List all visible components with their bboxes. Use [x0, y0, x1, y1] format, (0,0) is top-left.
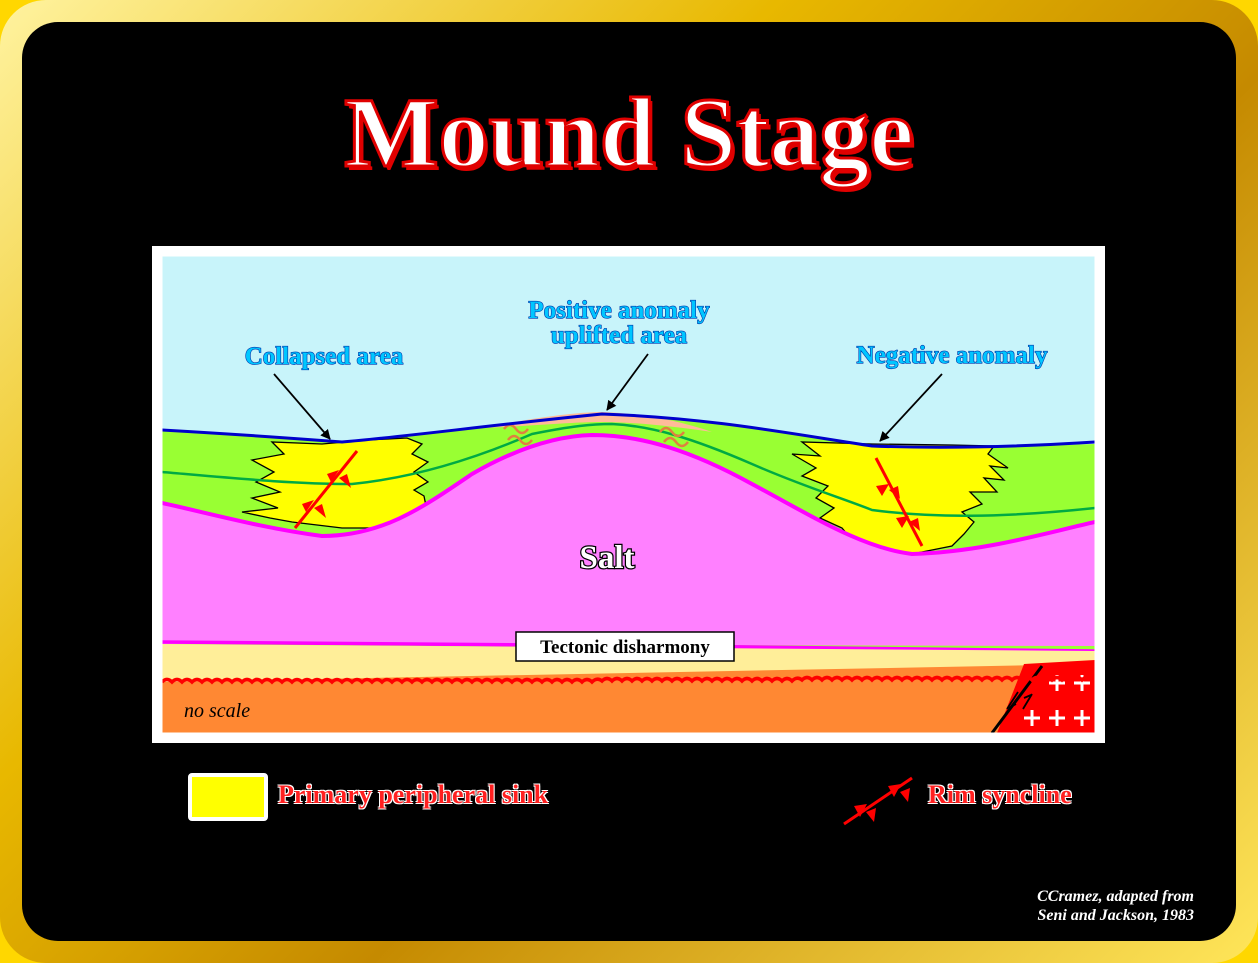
negative-arrow: [879, 373, 943, 442]
credit-text: CCramez, adapted from Seni and Jackson, …: [1000, 887, 1194, 925]
right-peripheral-sink: [791, 441, 1009, 555]
crest-overburden: [482, 412, 712, 432]
uplifted-area-label: uplifted area: [551, 322, 688, 349]
cross-section-panel: Collapsed area Positive anomaly uplifted…: [152, 246, 1105, 743]
fault-arrow-up: [1022, 693, 1033, 710]
sink-legend-swatch: [188, 773, 268, 821]
fault-arrow-down: [1006, 691, 1019, 710]
sea-floor-line: [162, 412, 1095, 449]
crest-fold-right: [659, 426, 689, 448]
unconformity-line: [162, 675, 1095, 685]
tectonic-disharmony-label: Tectonic disharmony: [540, 637, 710, 658]
salt-label: Salt: [579, 540, 634, 576]
slide-title: Mound Stage: [343, 76, 916, 189]
syncline-legend-label: Rim syncline: [928, 780, 1072, 809]
salt-body: [162, 435, 1095, 646]
credit-line-1: CCramez, adapted from: [1037, 888, 1194, 905]
left-rim-syncline-symbol: [293, 450, 359, 529]
salt-top-outline: [162, 432, 1095, 557]
positive-arrow: [606, 353, 649, 411]
positive-anomaly-label: Positive anomaly: [528, 297, 710, 324]
collapsed-arrow: [273, 373, 331, 440]
syncline-legend-icon: [843, 776, 913, 826]
tectonic-disharmony-box: Tectonic disharmony: [515, 631, 735, 662]
credit-line-2: Seni and Jackson, 1983: [1037, 907, 1194, 924]
right-rim-syncline-symbol: [874, 457, 924, 547]
no-scale-label: no scale: [184, 700, 250, 722]
sink-legend-label: Primary peripheral sink: [278, 780, 549, 809]
crest-fold-left: [503, 423, 533, 446]
cross-section-diagram: Collapsed area Positive anomaly uplifted…: [161, 255, 1096, 734]
granite-crosses: [1024, 675, 1090, 726]
collapsed-area-label: Collapsed area: [245, 343, 404, 370]
negative-anomaly-label: Negative anomaly: [857, 342, 1048, 369]
